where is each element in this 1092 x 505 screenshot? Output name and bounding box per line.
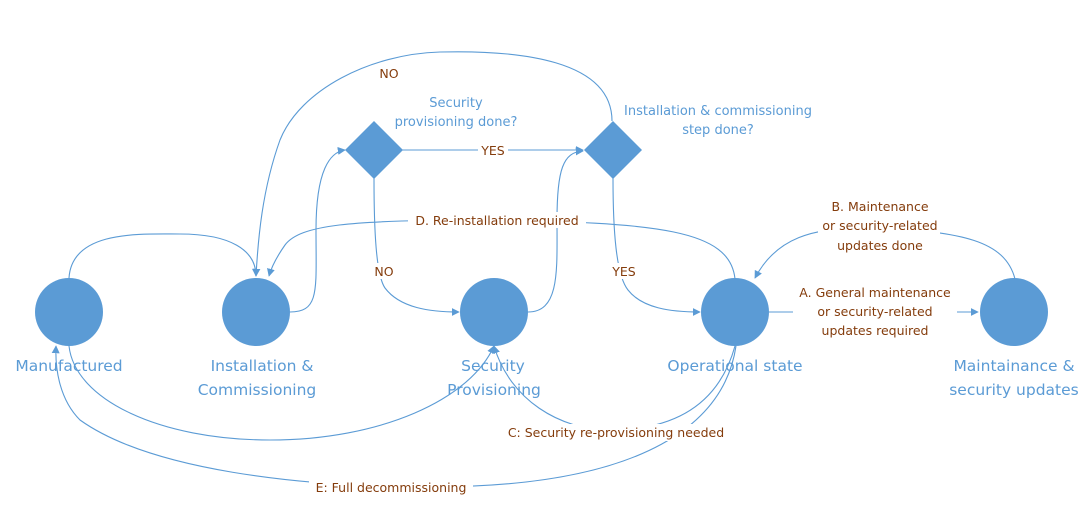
edge-manufactured-to-installation bbox=[68, 233, 260, 279]
decision-label-install-line1: Installation & commissioning bbox=[624, 104, 812, 119]
state-maintenance-security-updates[interactable] bbox=[980, 278, 1048, 346]
edge-label-a-line3: updates required bbox=[822, 323, 929, 338]
state-label-manufactured: Manufactured bbox=[15, 357, 122, 375]
edge-label-e-decommission: E: Full decommissioning bbox=[316, 480, 467, 495]
edge-label-b-line2: or security-related bbox=[822, 218, 937, 233]
edge-label-b-line3: updates done bbox=[837, 238, 923, 253]
state-label-installation-line2: Commissioning bbox=[198, 381, 317, 399]
state-label-maintenance-line1: Maintainance & bbox=[953, 357, 1074, 375]
edge-label-a-line1: A. General maintenance bbox=[799, 285, 951, 300]
edge-manufactured-to-security bbox=[68, 345, 495, 441]
decision-label-security-line1: Security bbox=[429, 96, 483, 111]
state-manufactured[interactable] bbox=[35, 278, 103, 346]
state-operational[interactable] bbox=[701, 278, 769, 346]
edge-e-decommission bbox=[51, 345, 737, 488]
edge-label-a-line2: or security-related bbox=[817, 304, 932, 319]
edge-label-d-reinstall: D. Re-installation required bbox=[415, 213, 578, 228]
edge-d-reinstall bbox=[267, 219, 736, 280]
edge-label-c-reprovision: C: Security re-provisioning needed bbox=[508, 425, 724, 440]
decision-installation-commissioning-done[interactable] bbox=[584, 121, 642, 179]
edge-install-decision-yes-to-operational bbox=[612, 177, 701, 316]
edge-label-yes-down: YES bbox=[611, 264, 636, 279]
decision-label-security-line2: provisioning done? bbox=[395, 115, 518, 130]
edge-security-decision-no-to-security bbox=[373, 177, 460, 316]
decision-label-install-line2: step done? bbox=[682, 123, 754, 138]
state-label-security-line1: Security bbox=[461, 357, 525, 375]
state-label-operational: Operational state bbox=[667, 357, 802, 375]
edge-label-yes-mid: YES bbox=[480, 143, 505, 158]
edge-install-decision-no-to-installation bbox=[252, 51, 613, 277]
state-label-maintenance-line2: security updates bbox=[949, 381, 1079, 399]
state-label-security-line2: Provisioning bbox=[447, 381, 541, 399]
state-label-installation-line1: Installation & bbox=[211, 357, 314, 375]
edge-label-no-top: NO bbox=[379, 66, 398, 81]
decision-security-provisioning-done[interactable] bbox=[345, 121, 403, 179]
edge-installation-to-security-decision bbox=[289, 146, 346, 313]
edge-label-no-down: NO bbox=[374, 264, 393, 279]
state-security-provisioning[interactable] bbox=[460, 278, 528, 346]
edge-security-to-install-decision bbox=[527, 147, 584, 313]
edge-label-b-line1: B. Maintenance bbox=[831, 199, 928, 214]
state-installation-commissioning[interactable] bbox=[222, 278, 290, 346]
